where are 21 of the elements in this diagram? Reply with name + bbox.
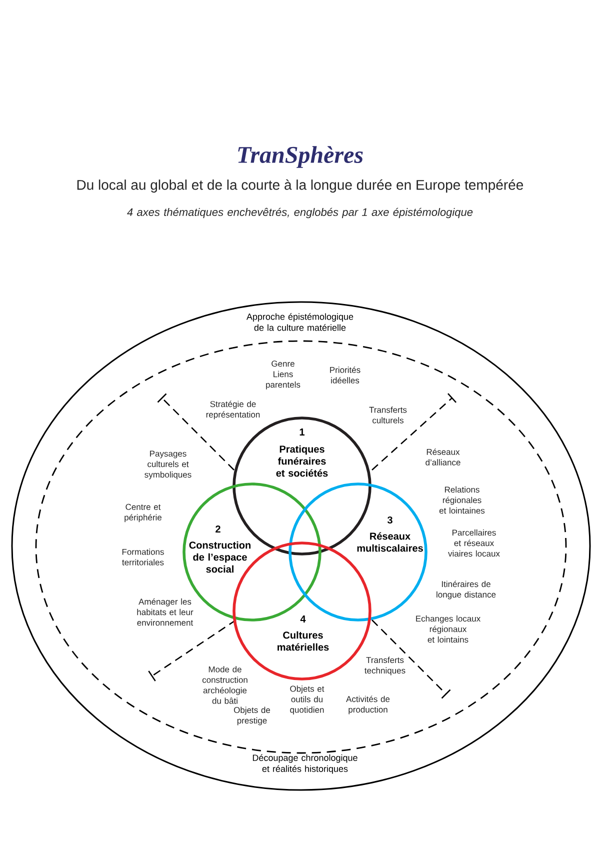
dashed-ellipse (35, 340, 567, 754)
topic-label: Parcellaires et réseaux viaires locaux (448, 529, 500, 557)
topic-label: Transferts culturels (369, 406, 407, 424)
topic-label: Objets de prestige (234, 706, 270, 726)
topic-label: Priorités idéelles (330, 366, 360, 384)
topic-label: Itinéraires de longue distance (436, 580, 496, 600)
topic-label: Echanges locaux régionaux et lointains (416, 615, 480, 643)
subtitle-note: 4 axes thématiques enchevêtrés, englobés par 1 axe épistémologique (127, 208, 473, 218)
title: TranSphères (238, 146, 363, 168)
topic-label: Réseaux d’alliance (426, 448, 460, 466)
topic-label: Stratégie de représentation (206, 400, 260, 420)
topic-label: Transferts techniques (364, 656, 406, 676)
topic-label: Formations territoriales (122, 548, 164, 566)
topic-label: Relations régionales et lointaines (439, 486, 485, 514)
subtitle: Du local au global et de la courte à la longue durée en Europe tempérée (77, 179, 524, 193)
topic-label: Activités de production (346, 696, 390, 714)
topic-label: Paysages culturels et symboliques (144, 450, 192, 480)
topic-label: Aménager les habitats et leur environnement (137, 598, 194, 626)
topic-label: Mode de construction archéologie du bâti (202, 666, 248, 704)
topic-label: Centre et périphérie (124, 504, 162, 522)
topic-label: Genre Liens parentels (266, 360, 300, 390)
